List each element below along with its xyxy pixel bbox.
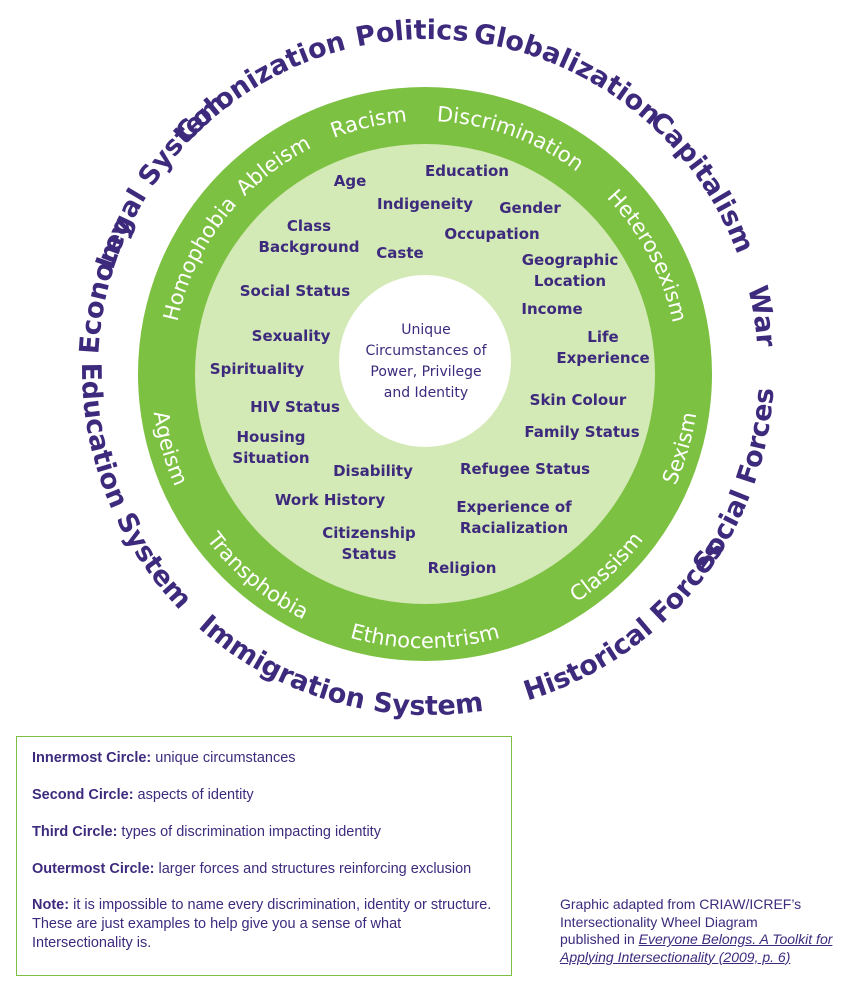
identity-aspect-label: Skin Colour xyxy=(530,391,627,409)
identity-aspect-label: Disability xyxy=(333,462,413,480)
identity-aspect-label: Religion xyxy=(428,559,497,577)
legend-item-second: Second Circle: aspects of identity xyxy=(32,786,254,803)
outer-force-label: Politics xyxy=(353,15,470,53)
svg-text:Circumstances of: Circumstances of xyxy=(365,343,487,359)
identity-aspect-label: Social Status xyxy=(240,282,351,300)
innermost-circle xyxy=(339,275,511,447)
legend-item-third: Third Circle: types of discrimination im… xyxy=(32,823,381,840)
svg-text:War: War xyxy=(741,283,781,349)
identity-aspect-label: Caste xyxy=(376,244,423,262)
legend-box: Innermost Circle: unique circumstances S… xyxy=(16,736,512,976)
identity-aspect-label: Education xyxy=(425,162,509,180)
identity-aspect-label: Refugee Status xyxy=(460,460,590,478)
source-credit: Graphic adapted from CRIAW/ICREF’s Inter… xyxy=(560,896,845,966)
identity-aspect-label: Work History xyxy=(275,491,385,509)
intersectionality-wheel: Economy Legal System Colonization Politi… xyxy=(74,15,781,722)
identity-aspect-label: Occupation xyxy=(444,225,539,243)
identity-aspect-label: HIV Status xyxy=(250,398,340,416)
identity-aspect-label: Income xyxy=(521,300,582,318)
credit-line: Intersectionality Wheel Diagram xyxy=(560,913,758,930)
outer-force-label: War xyxy=(741,283,781,349)
identity-aspect-label: Gender xyxy=(499,199,561,217)
center-label: Unique Circumstances of Power, Privilege… xyxy=(365,322,487,401)
identity-aspect-label: Family Status xyxy=(524,423,639,441)
svg-text:Power, Privilege: Power, Privilege xyxy=(370,364,481,380)
svg-text:Unique: Unique xyxy=(401,322,450,338)
svg-text:and Identity: and Identity xyxy=(384,385,468,401)
identity-aspect-label: Indigeneity xyxy=(377,195,473,213)
legend-item-innermost: Innermost Circle: unique circumstances xyxy=(32,750,296,766)
svg-text:Politics: Politics xyxy=(353,15,470,53)
legend-item-note: Note: it is impossible to name every dis… xyxy=(32,897,492,952)
credit-line: published in Everyone Belongs. A Toolkit… xyxy=(560,931,833,965)
identity-aspect-label: Sexuality xyxy=(252,327,331,345)
identity-aspect-label: Age xyxy=(334,172,367,190)
credit-line: Graphic adapted from CRIAW/ICREF’s xyxy=(560,896,802,912)
publication-link[interactable]: Everyone Belongs. A Toolkit for Applying… xyxy=(560,931,833,965)
identity-aspect-label: Spirituality xyxy=(210,360,305,378)
legend-item-outermost: Outermost Circle: larger forces and stru… xyxy=(32,860,472,877)
